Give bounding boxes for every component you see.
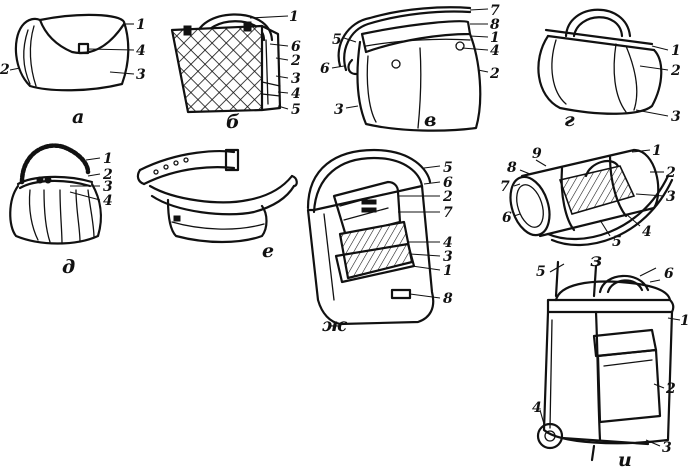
label-v-8: 8 [490, 17, 500, 33]
label-b-1: 1 [289, 9, 299, 25]
label-a-2: 2 [0, 62, 10, 78]
label-v-6: 6 [320, 61, 330, 77]
label-i-3: 3 [662, 440, 672, 456]
label-d-3: 3 [103, 179, 113, 195]
caption-e: е [262, 240, 274, 262]
label-i-1: 1 [680, 313, 690, 329]
label-z-4: 4 [642, 224, 652, 240]
label-zh-7: 7 [443, 205, 453, 221]
label-i-5: 5 [536, 264, 546, 280]
label-v-5: 5 [332, 32, 342, 48]
label-z-2: 2 [665, 165, 676, 181]
figure-e-belt-bag: е [136, 148, 298, 262]
figure-g-tote-bag: 1 2 3 г [537, 8, 681, 131]
label-z-7: 7 [500, 179, 510, 195]
label-i-4: 4 [532, 400, 542, 416]
caption-z: з [590, 249, 602, 271]
label-z-6: 6 [502, 210, 512, 226]
figure-v-shoulder-bag: 7 8 1 4 2 5 6 3 в [320, 3, 500, 132]
label-g-3: 3 [671, 109, 681, 125]
label-v-7: 7 [490, 3, 500, 19]
label-d-1: 1 [103, 151, 113, 167]
label-a-3: 3 [136, 67, 146, 83]
label-i-6: 6 [664, 266, 674, 282]
figure-z-barrel-bag: 9 8 7 6 1 2 3 4 5 з [500, 143, 676, 271]
label-b-5: 5 [291, 102, 301, 118]
label-zh-1: 1 [443, 263, 453, 279]
label-zh-5: 5 [443, 160, 453, 176]
label-z-5: 5 [612, 234, 622, 250]
caption-zh: ж [322, 314, 348, 336]
figure-b-quilted-bag: 1 6 2 3 4 5 б [170, 9, 301, 133]
label-zh-4: 4 [443, 235, 453, 251]
figure-d-frame-purse: 1 2 3 4 д [9, 143, 113, 278]
label-z-8: 8 [507, 160, 517, 176]
label-a-4: 4 [136, 43, 146, 59]
label-b-2: 2 [290, 53, 301, 69]
label-v-2: 2 [489, 66, 500, 82]
label-v-1: 1 [490, 30, 500, 46]
figure-i-trolley-bag: 5 6 1 2 4 3 и [532, 260, 690, 471]
caption-i: и [618, 449, 632, 471]
figure-a-clutch: 1 4 3 2 а [0, 13, 146, 128]
label-b-4: 4 [291, 86, 301, 102]
label-d-4: 4 [103, 193, 113, 209]
caption-a: а [72, 106, 84, 128]
label-g-2: 2 [670, 63, 681, 79]
figure-zh-document-bag: 5 6 2 7 4 3 1 8 ж [306, 148, 453, 336]
caption-d: д [62, 256, 75, 278]
label-zh-8: 8 [443, 291, 453, 307]
label-g-1: 1 [671, 43, 681, 59]
label-b-3: 3 [291, 71, 301, 87]
label-zh-3: 3 [443, 249, 453, 265]
caption-b: б [226, 111, 240, 133]
label-a-1: 1 [136, 17, 146, 33]
label-v-3: 3 [334, 102, 344, 118]
label-i-2: 2 [665, 381, 676, 397]
label-d-2: 2 [102, 167, 113, 183]
caption-g: г [564, 109, 575, 131]
label-zh-2: 2 [442, 189, 453, 205]
label-z-1: 1 [652, 143, 662, 159]
label-v-4: 4 [490, 43, 500, 59]
label-z-9: 9 [532, 146, 542, 162]
caption-v: в [424, 109, 436, 131]
label-z-3: 3 [666, 189, 676, 205]
label-b-6: 6 [291, 39, 301, 55]
label-zh-6: 6 [443, 175, 453, 191]
